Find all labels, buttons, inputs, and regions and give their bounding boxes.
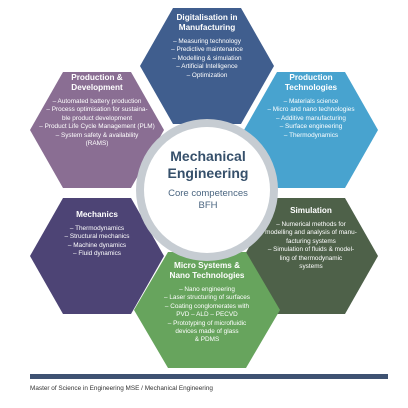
list-item: – Coating conglomerates with — [164, 302, 250, 310]
center-title-line: Engineering — [167, 165, 249, 181]
hex-top: Digitalisation in Manufacturing – Measur… — [150, 13, 264, 80]
list-item: (RAMS) — [85, 140, 109, 148]
title-line: Digitalisation in — [176, 13, 238, 22]
list-item: – Product Life Cycle Management (PLM) — [39, 123, 155, 131]
title-line: Development — [71, 83, 123, 92]
hex-lower-right: Simulation – Numerical methods for model… — [254, 206, 368, 271]
list-item: ling of thermodynamic — [279, 254, 343, 262]
hex-upper-right: Production Technologies – Materials scie… — [254, 73, 368, 140]
list-item: – Automated battery production — [52, 98, 142, 105]
list-item: – Materials science — [283, 98, 339, 105]
hex-lower-left: Mechanics – Thermodynamics – Structural … — [40, 210, 154, 259]
hex-upper-left: Production & Development – Automated bat… — [36, 73, 158, 148]
list-item: systems — [299, 263, 323, 271]
list-item: – Nano engineering — [179, 286, 235, 293]
list-item: – Simulation of fluids & model- — [267, 246, 355, 254]
hex-bottom-list: – Nano engineering – Laser structuring o… — [164, 286, 250, 345]
list-item: – Fluid dynamics — [73, 250, 121, 258]
hex-upper-right-list: – Materials science – Micro and nano tec… — [267, 98, 354, 140]
list-item: – Structural mechanics — [64, 233, 130, 241]
list-item: – System safety & availability — [55, 131, 139, 139]
center-subtitle-line: BFH — [198, 200, 218, 211]
list-item: – Numerical methods for — [276, 221, 346, 228]
list-item: – Additive manufacturing — [275, 114, 346, 122]
hex-upper-left-shape — [30, 72, 164, 188]
title-line: Mechanics — [76, 210, 118, 219]
hex-lower-right-title: Simulation — [290, 206, 332, 216]
list-item: & PDMS — [194, 336, 220, 344]
title-line: Simulation — [290, 206, 332, 215]
list-item: – Measuring technology — [173, 38, 241, 45]
list-item: – Optimization — [186, 71, 228, 79]
list-item: – Laser structuring of surfaces — [164, 294, 250, 302]
hex-lower-right-list: – Numerical methods for modelling and an… — [265, 221, 357, 271]
hex-upper-right-title: Production Technologies — [285, 73, 337, 93]
hex-bottom-shape — [134, 252, 280, 368]
list-item: – Modelling & simulation — [172, 54, 242, 62]
list-item: – Thermodynamics — [69, 225, 125, 232]
center-subtitle: Core competences BFH — [148, 188, 268, 212]
title-line: Manufacturing — [178, 23, 236, 32]
hex-bottom: Micro Systems & Nano Technologies – Nano… — [146, 261, 268, 345]
title-line: Micro Systems & — [174, 261, 240, 270]
list-item: – Artificial Intelligence — [176, 63, 238, 71]
list-item: devices made of glass — [175, 328, 239, 336]
center-title: Mechanical Engineering — [148, 148, 268, 182]
list-item: – Surface engineering — [279, 123, 343, 131]
title-line: Technologies — [284, 83, 338, 92]
hex-top-shape — [140, 8, 274, 124]
hex-lower-left-list: – Thermodynamics – Structural mechanics … — [65, 225, 130, 259]
list-item: – Thermodynamics — [283, 131, 339, 139]
hex-lower-left-title: Mechanics — [76, 210, 118, 220]
list-item: facturing systems — [286, 237, 336, 245]
hex-lower-left-shape — [30, 198, 164, 314]
hex-upper-right-shape — [244, 72, 378, 188]
hex-lower-right-shape — [244, 198, 378, 314]
list-item: ble product development — [62, 114, 132, 122]
center-title-line: Mechanical — [170, 148, 246, 164]
list-item: modelling and analysis of manu- — [265, 229, 357, 237]
center-subtitle-line: Core competences — [168, 188, 248, 199]
list-item: – Machine dynamics — [67, 241, 127, 249]
hex-upper-left-list: – Automated battery production – Process… — [39, 98, 154, 148]
list-item: PVD – ALD – PECVD — [176, 311, 238, 319]
center-disc — [144, 127, 270, 253]
title-line: Production — [289, 73, 333, 82]
hex-bottom-title: Micro Systems & Nano Technologies — [170, 261, 245, 281]
list-item: – Micro and nano technologies — [267, 106, 355, 114]
hex-top-list: – Measuring technology – Predictive main… — [171, 38, 243, 80]
hex-top-title: Digitalisation in Manufacturing — [177, 13, 238, 33]
center-label: Mechanical Engineering Core competences … — [148, 148, 268, 212]
footer-bar — [30, 374, 388, 379]
footer-text: Master of Science in Engineering MSE / M… — [30, 385, 213, 392]
title-line: Production & — [71, 73, 123, 82]
list-item: – Predictive maintenance — [171, 46, 243, 54]
list-item: – Prototyping of microfluidic — [167, 319, 247, 327]
title-line: Nano Technologies — [169, 271, 245, 280]
list-item: – Process optimisation for sustaina- — [46, 106, 148, 114]
hex-upper-left-title: Production & Development — [71, 73, 122, 93]
